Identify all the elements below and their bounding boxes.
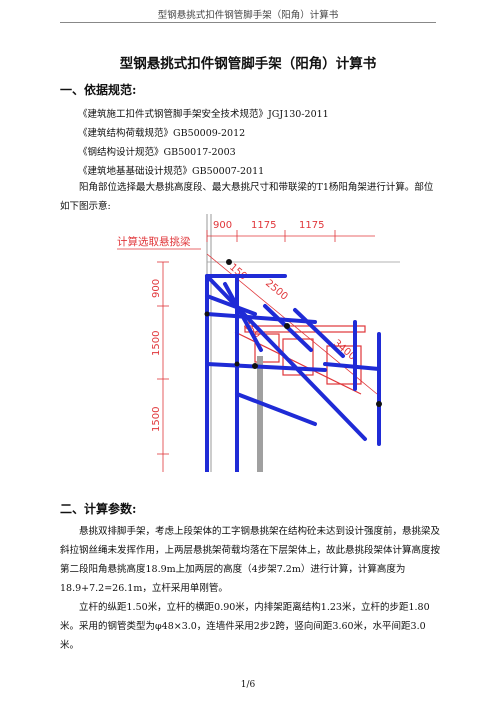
scaffold-diagram: 计算选取悬挑梁 900 1175 1175 900 1500 1500 150 … xyxy=(117,214,400,472)
reference-item: 《建筑施工扣件式钢管脚手架安全技术规范》JGJ130-2011 xyxy=(78,109,329,120)
section-heading-1: 一、依据规范: xyxy=(60,83,137,97)
section2-body: 悬挑双排脚手架，考虑上段架体的工字钢悬挑架在结构砼未达到设计强度前，悬挑梁及斜拉… xyxy=(60,522,440,655)
page-number: 1/6 xyxy=(240,680,256,690)
dim-top: 1175 xyxy=(251,220,276,231)
clamp-markers xyxy=(204,259,382,407)
running-header: 型钢悬挑式扣件钢管脚手架（阳角）计算书 xyxy=(157,10,339,21)
grey-column xyxy=(257,356,263,472)
reference-item: 《建筑结构荷载规范》GB50009-2012 xyxy=(78,128,246,139)
section1-intro: 阳角部位选择最大悬挑高度段、最大悬挑尺寸和带联梁的T1杨阳角架进行计算。部位如下… xyxy=(60,178,440,216)
figure-label: 计算选取悬挑梁 xyxy=(117,235,191,248)
reference-item: 《建筑地基基础设计规范》GB50007-2011 xyxy=(78,166,265,177)
document-title: 型钢悬挑式扣件钢管脚手架（阳角）计算书 xyxy=(119,56,377,72)
params-paragraph-2: 立杆的纵距1.50米，立杆的横距0.90米，内排架距离结构1.23米，立杆的步距… xyxy=(60,602,430,651)
dim-left: 1500 xyxy=(151,331,162,356)
dim-left: 1500 xyxy=(151,407,162,432)
dim-diag: 2500 xyxy=(263,278,290,303)
params-paragraph-1: 悬挑双排脚手架，考虑上段架体的工字钢悬挑架在结构砼未达到设计强度前，悬挑梁及斜拉… xyxy=(60,526,441,594)
reference-item: 《钢结构设计规范》GB50017-2003 xyxy=(78,147,236,158)
dim-top: 900 xyxy=(213,220,232,231)
section-heading-2: 二、计算参数: xyxy=(60,502,137,516)
dim-left: 900 xyxy=(151,279,162,298)
scaffold-tubes xyxy=(205,274,381,472)
dim-top: 1175 xyxy=(299,220,324,231)
header-divider xyxy=(60,22,436,23)
intro-paragraph: 阳角部位选择最大悬挑高度段、最大悬挑尺寸和带联梁的T1杨阳角架进行计算。部位如下… xyxy=(60,182,434,212)
